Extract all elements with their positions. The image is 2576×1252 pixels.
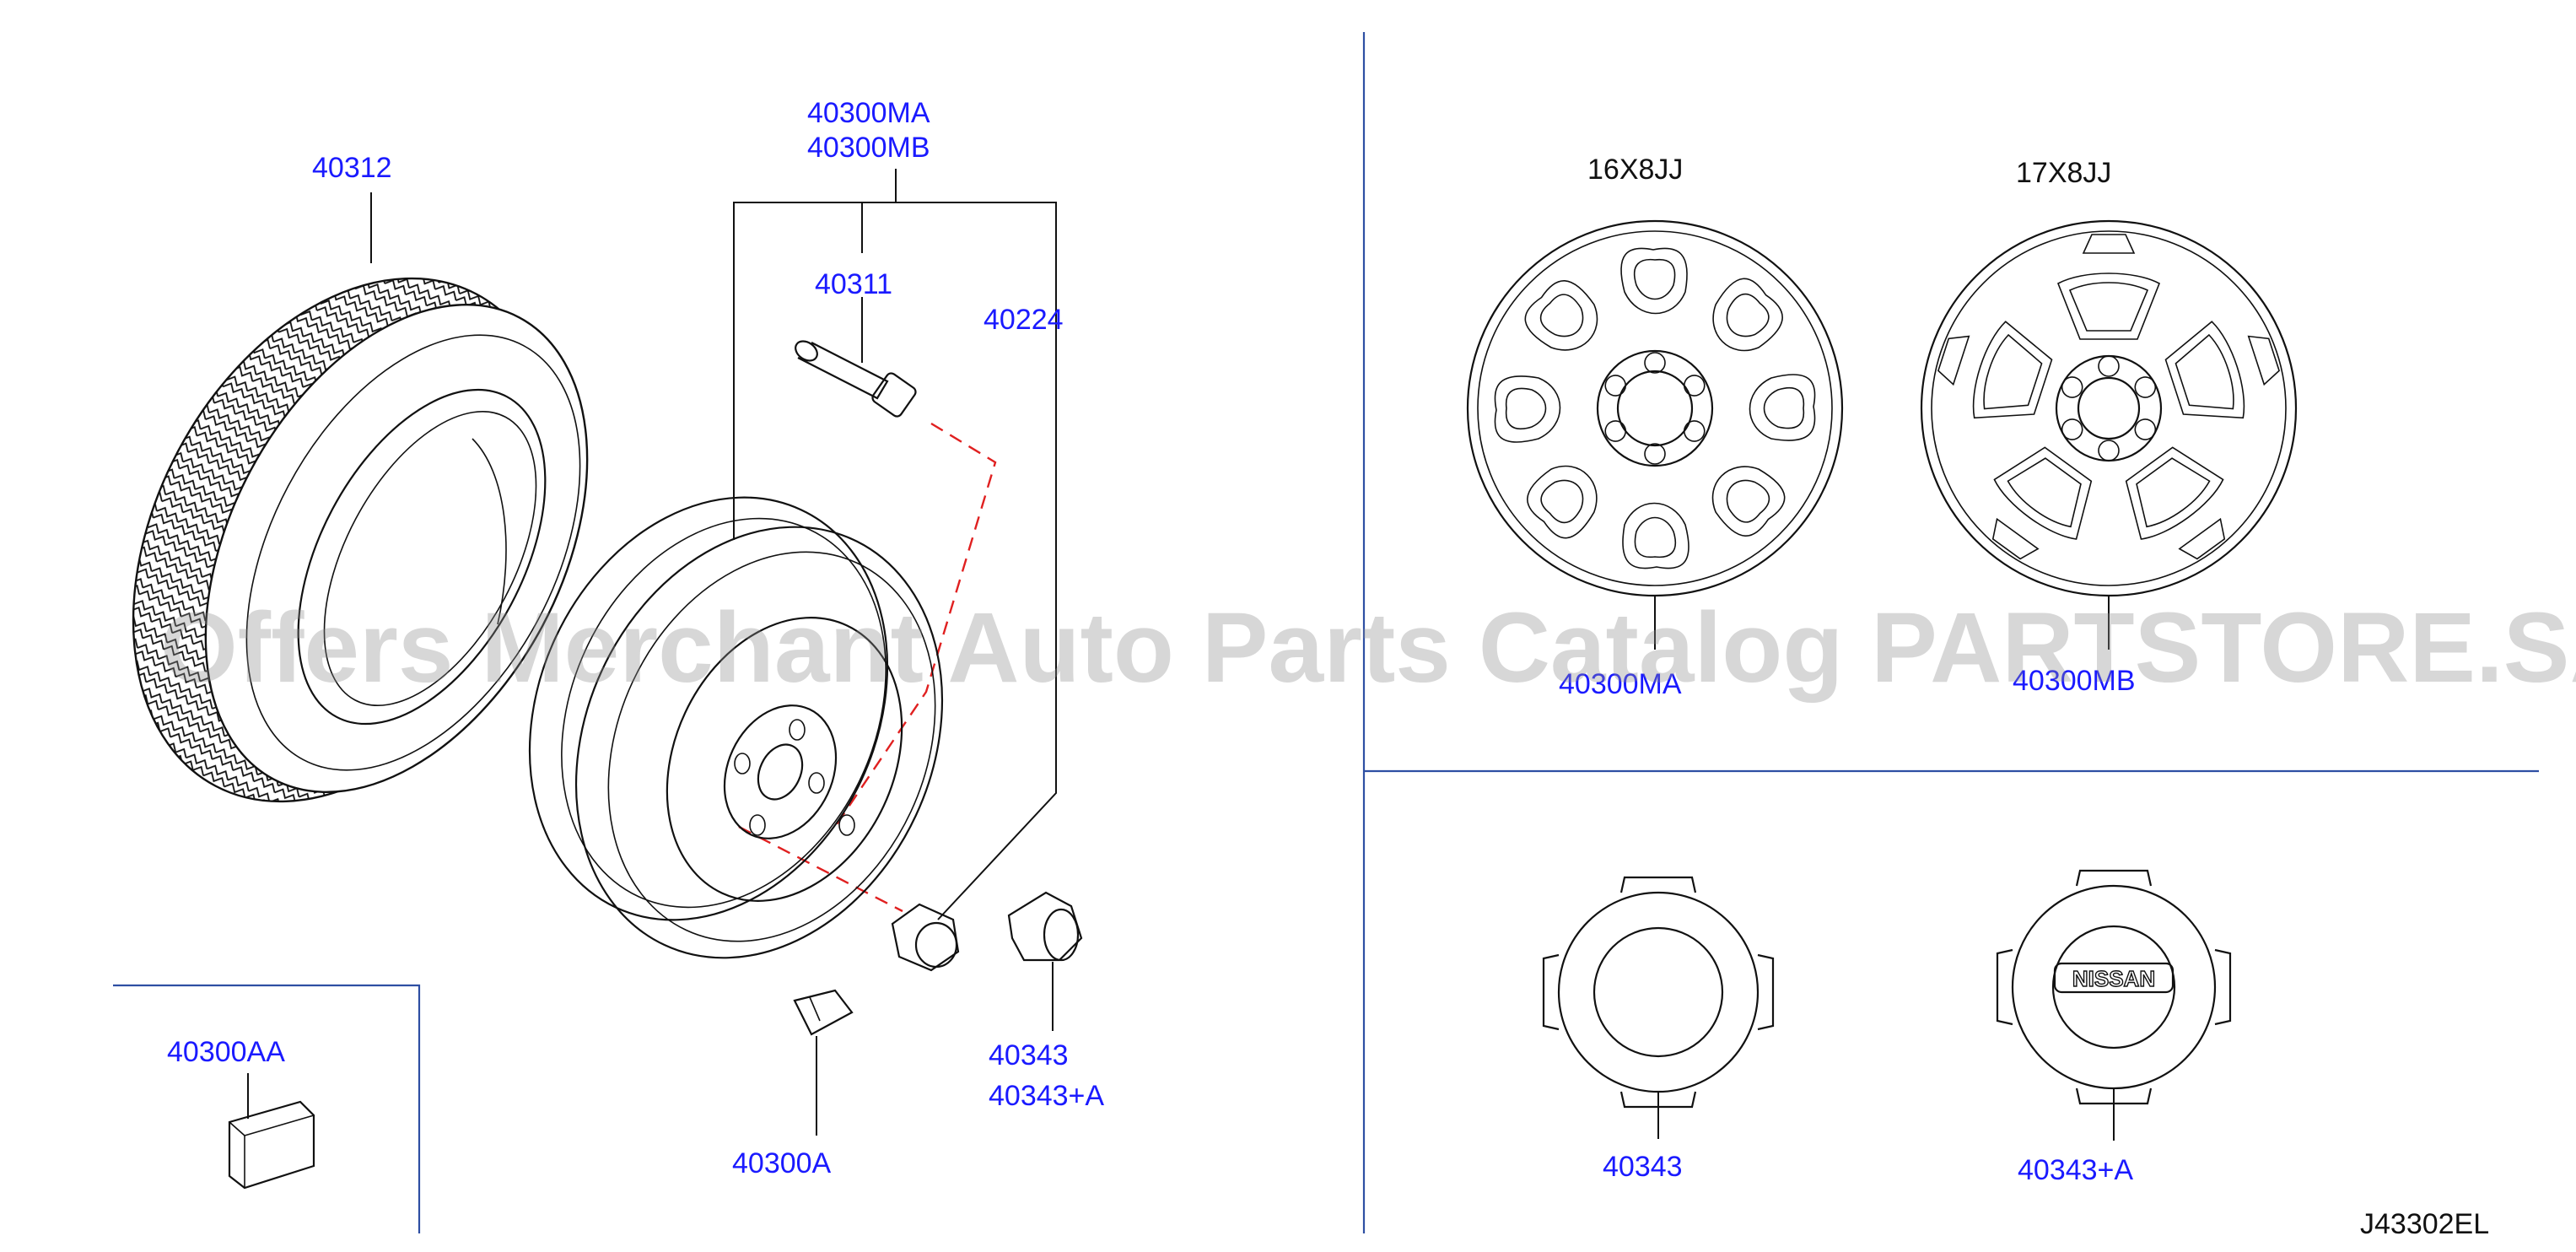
wheel-assy-leader [733,169,1057,920]
wheel-assy-label-a: 40300MA [807,97,930,129]
logo-center-cap-drawing: NISSAN [1996,869,2232,1105]
wheel-16-size-label: 16X8JJ [1587,154,1683,186]
small-cap-label-a: 40343 [989,1039,1069,1071]
lug-nut-drawing [891,903,960,972]
nissan-logo-text: NISSAN [2072,966,2155,991]
tire-label: 40312 [312,152,392,184]
alloy-wheel-17-drawing [1920,219,2298,597]
plain-center-cap-drawing [1542,876,1775,1109]
wheel-17-part-label: 40300MB [2013,665,2136,697]
diagram-code: J43302EL [2360,1208,2489,1240]
plain-cap-label: 40343 [1603,1151,1683,1183]
nut-label: 40224 [984,304,1064,336]
wheel-assy-label-b: 40300MB [807,132,930,164]
valve-label: 40311 [815,268,892,300]
small-center-cap-drawing [1007,891,1083,962]
adhesive-weight-drawing [228,1100,315,1190]
clip-weight-label: 40300A [732,1147,832,1179]
valve-stem-drawing [795,340,917,418]
alloy-wheel-16-drawing [1466,219,1844,597]
steel-wheel-drawing [528,496,944,959]
clip-weight-drawing [793,989,854,1036]
adhesive-weight-label: 40300AA [167,1036,285,1068]
small-cap-label-b: 40343+A [989,1080,1104,1112]
watermark-text: Offers Merchant Auto Parts Catalog PARTS… [160,592,2576,704]
tire-drawing [132,277,589,803]
wheel-16-part-label: 40300MA [1559,668,1682,700]
panel-dividers [113,32,2539,1233]
logo-cap-label: 40343+A [2018,1154,2133,1186]
wheel-17-size-label: 17X8JJ [2016,157,2111,189]
